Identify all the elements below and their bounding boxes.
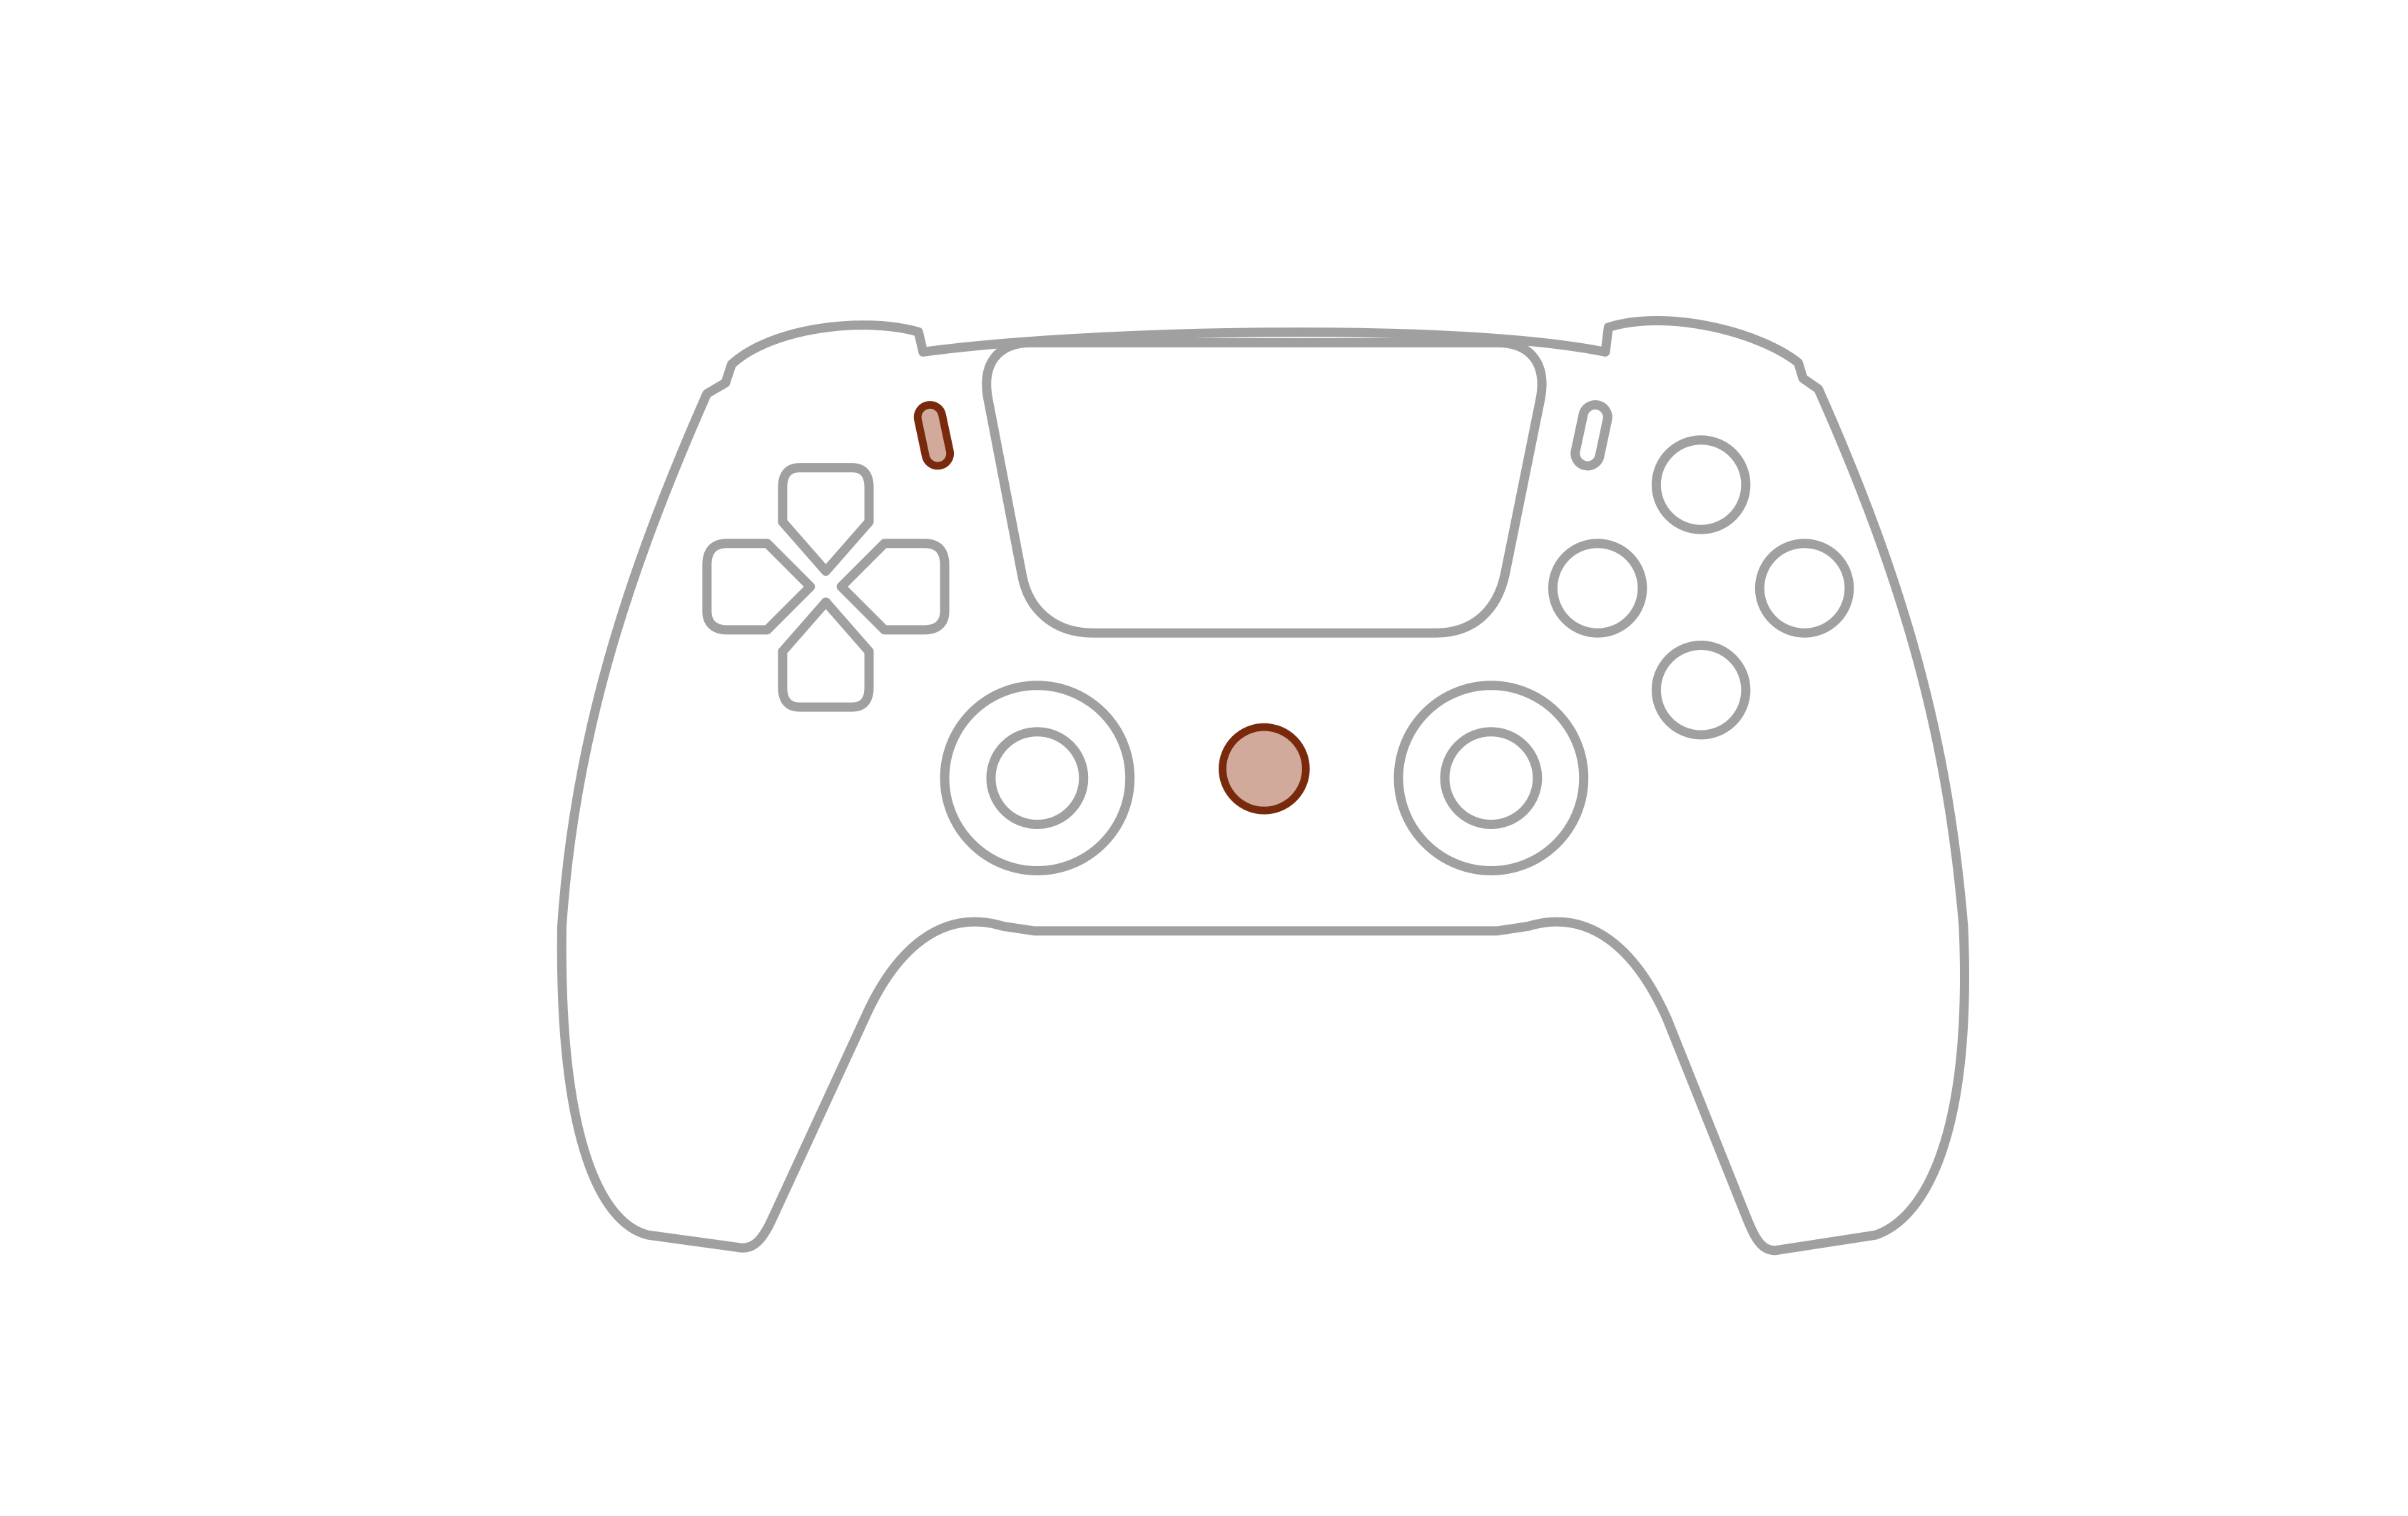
d-pad [702,463,950,712]
d-pad-down[interactable] [778,597,874,712]
left-stick[interactable] [940,681,1135,875]
right-stick-ring [1393,681,1589,875]
cross-button[interactable] [1651,641,1751,740]
d-pad-right[interactable] [836,539,950,635]
square-button[interactable] [1548,539,1647,638]
d-pad-up[interactable] [778,463,874,576]
left-stick-cap [986,727,1089,830]
touchpad[interactable] [982,337,1547,638]
triangle-button[interactable] [1651,435,1751,534]
d-pad-left[interactable] [702,539,816,635]
right-stick[interactable] [1393,681,1589,875]
ps-button[interactable] [1219,723,1310,815]
left-stick-ring [940,681,1135,875]
create-button[interactable] [913,401,955,470]
right-stick-cap [1440,727,1543,830]
options-button[interactable] [1570,400,1612,471]
circle-button[interactable] [1754,539,1854,638]
